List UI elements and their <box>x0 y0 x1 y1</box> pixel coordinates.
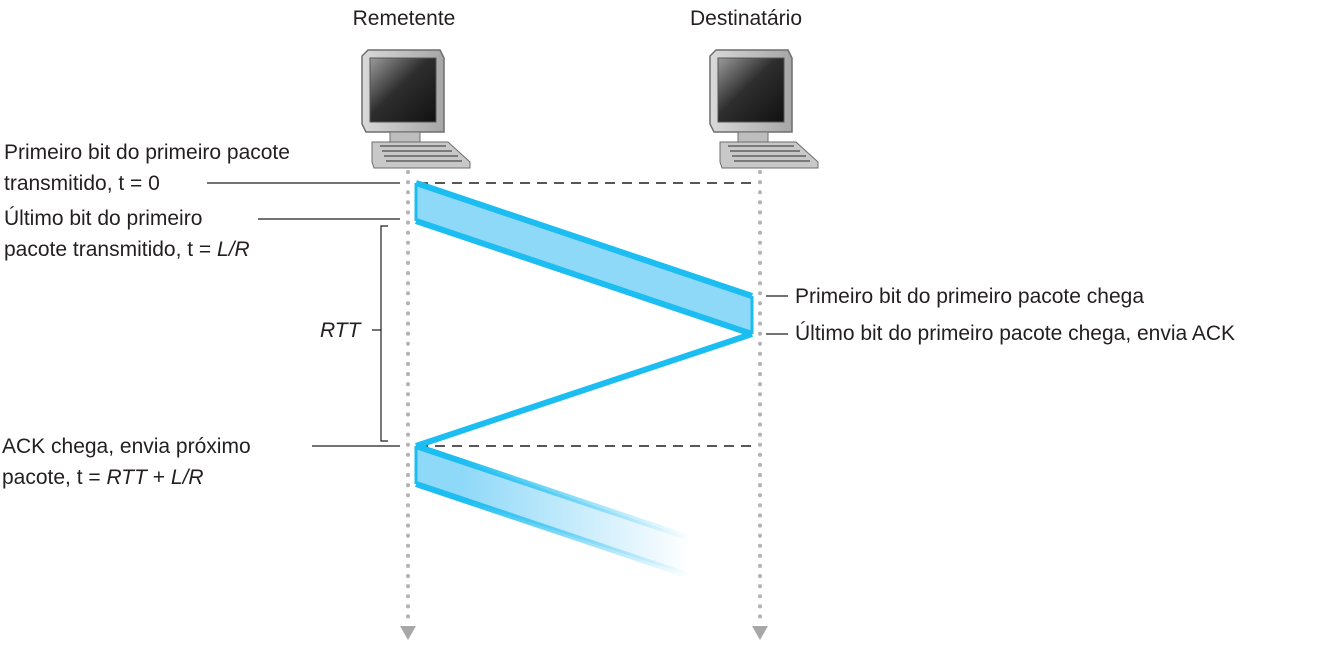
first-packet-leading-edge <box>415 180 753 299</box>
first-packet-trailing-edge <box>415 218 753 337</box>
last-bit-sent-lr: L/R <box>217 238 250 261</box>
receiver-title: Destinatário <box>689 7 803 30</box>
ack-line <box>415 331 753 449</box>
rtt-label: RTT <box>320 315 360 346</box>
last-bit-sent-line1: Último bit do primeiro <box>4 207 203 230</box>
rtt-text: RTT <box>320 319 361 342</box>
last-bit-sent-label: Último bit do primeiro pacote transmitid… <box>4 203 250 265</box>
first-bit-sent-label: Primeiro bit do primeiro pacote transmit… <box>4 137 290 199</box>
ack-arrives-lr: L/R <box>170 466 204 489</box>
sender-timeline-arrow <box>400 626 416 640</box>
rtt-bracket <box>372 225 388 442</box>
last-bit-sent-line2: pacote transmitido, t = L/R <box>4 234 250 265</box>
sender-title: Remetente <box>352 7 456 30</box>
first-bit-arrives-label: Primeiro bit do primeiro pacote chega <box>795 285 1145 308</box>
next-packet-band <box>416 446 690 576</box>
ack-arrives-plus: + <box>146 466 171 489</box>
receiver-timeline-arrow <box>752 626 768 640</box>
ack-arrives-prefix: pacote, t = <box>2 466 107 489</box>
next-packet-leading-edge <box>415 443 691 541</box>
ack-arrives-line2: pacote, t = RTT + L/R <box>2 462 251 493</box>
ack-arrives-label: ACK chega, envia próximo pacote, t = RTT… <box>2 431 251 493</box>
next-packet-trailing-edge <box>415 481 691 579</box>
receiver-computer-icon <box>709 49 819 169</box>
first-bit-sent-line1: Primeiro bit do primeiro pacote <box>4 141 290 164</box>
ack-arrives-line1: ACK chega, envia próximo <box>2 435 251 458</box>
first-bit-sent-line2: transmitido, t = 0 <box>4 172 160 195</box>
first-packet-band <box>416 183 752 334</box>
last-bit-sent-prefix: pacote transmitido, t = <box>4 238 218 261</box>
sender-computer-icon <box>361 49 471 169</box>
last-bit-arrives-label: Último bit do primeiro pacote chega, env… <box>795 322 1236 345</box>
ack-arrives-rtt: RTT <box>106 466 147 489</box>
